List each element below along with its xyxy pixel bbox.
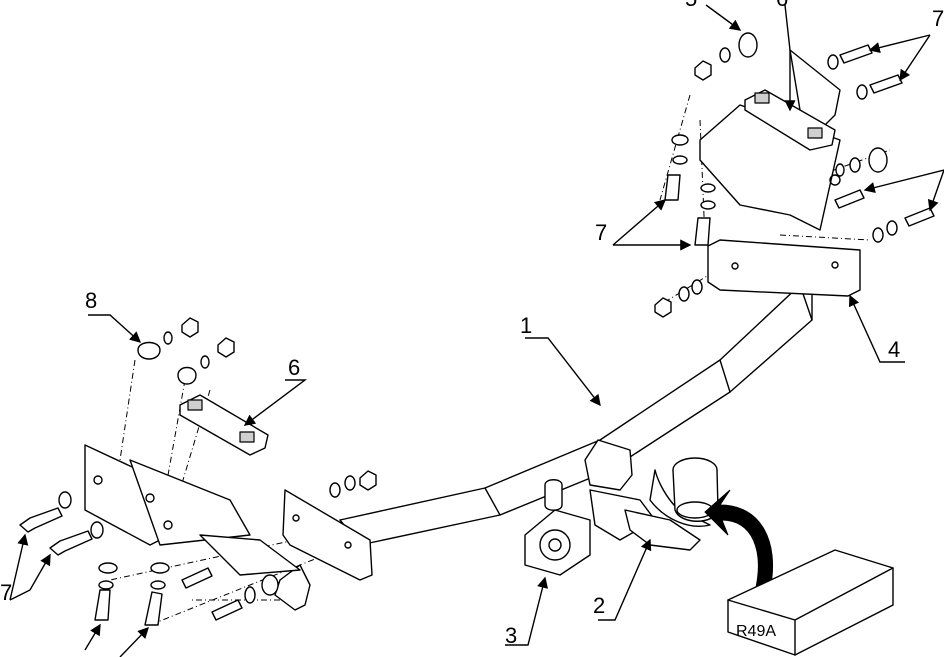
- callout-3: 3: [505, 623, 517, 648]
- callout-7-left: 7: [0, 580, 12, 605]
- left-side-bracket: [84, 444, 301, 576]
- right-end-plate: [707, 239, 861, 297]
- main-crossbar: [339, 259, 813, 546]
- leader-lines: [9, 4, 944, 657]
- clamp-plate-left: [179, 394, 269, 456]
- curved-arrow: [704, 489, 774, 593]
- socket-plate: [524, 479, 591, 576]
- left-fasteners: [19, 317, 279, 626]
- callout-7-center: 7: [595, 220, 607, 245]
- right-fasteners: [664, 32, 935, 246]
- callout-6-right: 6: [776, 0, 788, 11]
- callout-4: 4: [888, 337, 900, 362]
- tow-ball-mount: [584, 439, 719, 551]
- kit-box-label: R49A: [736, 623, 776, 640]
- callout-7-right: 7: [932, 6, 944, 31]
- kit-box: R49A: [727, 549, 894, 656]
- crossbar-fasteners: [329, 279, 703, 498]
- callout-2: 2: [593, 593, 605, 618]
- callout-1: 1: [520, 313, 532, 338]
- callout-6-left: 6: [288, 355, 300, 380]
- callout-8: 8: [85, 288, 97, 313]
- left-end-plate: [274, 489, 373, 611]
- callout-5: 5: [685, 0, 697, 11]
